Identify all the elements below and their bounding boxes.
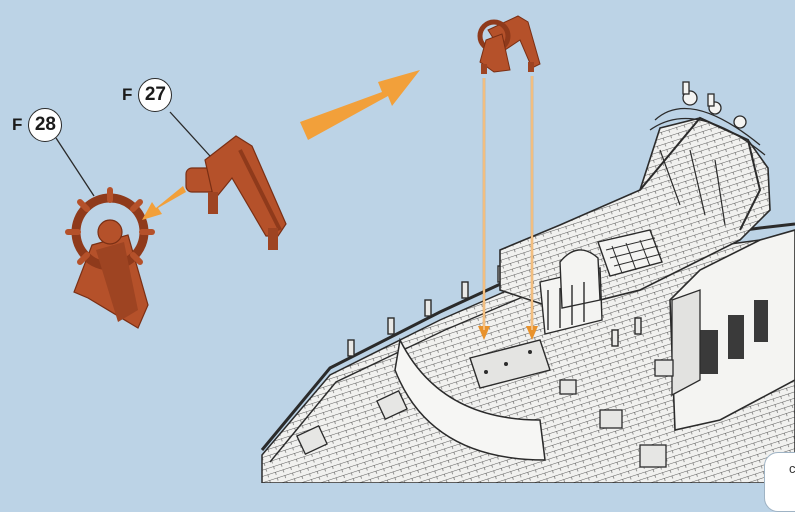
part-letter: F	[12, 115, 22, 135]
part-f28-wheel	[68, 190, 152, 328]
assembly-illustration	[0, 0, 795, 483]
direction-arrow	[300, 70, 420, 140]
leader-line-f27	[170, 112, 210, 156]
page-tab: c	[764, 452, 795, 512]
part-number-badge: 28	[28, 108, 62, 142]
assembled-wheel-part	[480, 16, 540, 74]
part-label-f28: F 28	[12, 108, 62, 142]
part-letter: F	[122, 85, 132, 105]
part-label-f27: F 27	[122, 78, 172, 112]
leader-line-f28	[56, 138, 94, 196]
ship-hull	[262, 82, 795, 483]
part-number-badge: 27	[138, 78, 172, 112]
insert-arrow	[142, 186, 186, 220]
part-f27-bracket	[186, 136, 286, 250]
